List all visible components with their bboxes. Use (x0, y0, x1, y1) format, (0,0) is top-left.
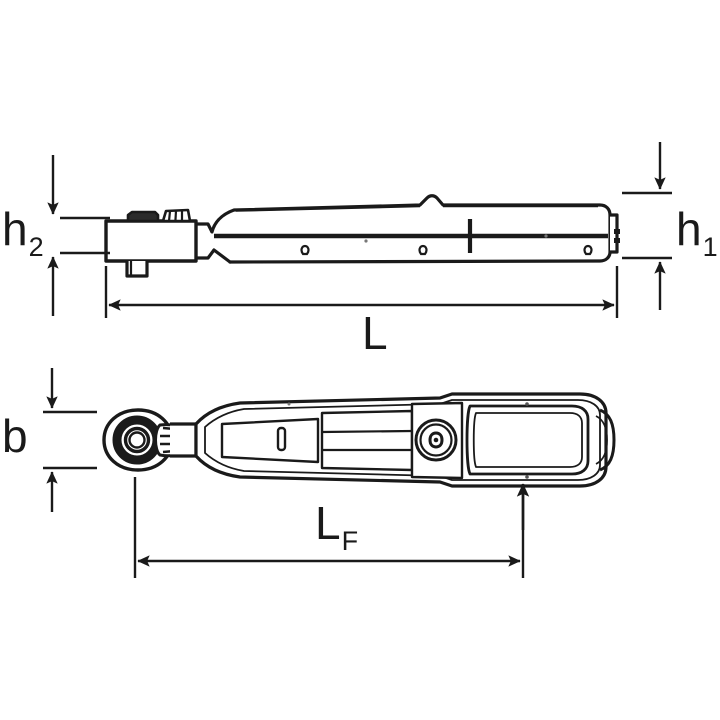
body-inner-contour (204, 399, 601, 481)
surface-dot (544, 234, 548, 238)
body-rivet (418, 244, 428, 256)
body-outer-outline (210, 194, 612, 264)
grip-pad (465, 404, 590, 476)
end-cap-notch (614, 229, 620, 234)
dial-centre-dot (433, 437, 439, 443)
lever-knurl-line (167, 211, 172, 222)
dimension-label-LF-subscript: F (341, 526, 359, 556)
dimension-label-b-base: b (2, 410, 28, 462)
dimension-label-LF-base: L (315, 497, 341, 549)
dimension-LF (133, 477, 530, 578)
neck-bottom-edge (196, 249, 216, 260)
scale-divider-line (321, 429, 413, 434)
plan-view-neck (170, 422, 198, 458)
dimension-label-h1-subscript: 1 (702, 232, 718, 262)
dimension-label-L: L (362, 310, 388, 356)
surface-dot (364, 239, 368, 243)
neck-block (170, 422, 198, 458)
side-view-neck (195, 221, 216, 261)
lever-knurl-line (174, 210, 178, 222)
surface-dot (287, 402, 291, 406)
dimension-label-L-base: L (362, 307, 388, 359)
plan-view-wrench (102, 392, 616, 488)
panel-slot (276, 426, 287, 452)
dimension-label-h2-base: h (2, 203, 28, 255)
dimension-label-h2-subscript: 2 (28, 232, 44, 262)
end-cap-arc-inner (595, 415, 608, 465)
adjustment-scale-block (320, 409, 414, 472)
side-view-body (210, 194, 612, 264)
neck-panel (220, 417, 320, 464)
dimension-b (43, 368, 97, 512)
surface-dot (525, 402, 529, 406)
square-drive-opening (128, 431, 146, 449)
neck-top-edge (196, 222, 214, 233)
body-rivet (583, 244, 593, 256)
side-view-end-cap (610, 213, 620, 254)
body-rivet (300, 244, 310, 256)
dimension-h1 (622, 142, 672, 310)
end-cap-arc-outer (599, 408, 616, 472)
dimension-L (104, 266, 619, 318)
side-view-ratchet-head (104, 208, 198, 278)
side-view-wrench (104, 194, 620, 278)
dimension-h2 (47, 155, 110, 316)
plan-view-end-cap (595, 408, 616, 472)
dimension-label-h2: h2 (2, 203, 44, 261)
dimension-label-b: b (2, 413, 28, 459)
grip-pad-outline (465, 404, 590, 476)
dimension-label-h1-base: h (676, 203, 702, 255)
dimension-label-LF: LF (315, 497, 358, 555)
dial-window (410, 401, 464, 480)
plan-view-body (194, 392, 616, 488)
surface-dot (525, 475, 529, 479)
scale-block-outline (320, 409, 414, 472)
ratchet-head-cap (126, 210, 160, 223)
ratchet-head-profile (104, 219, 198, 263)
cover-highlight-line (235, 205, 421, 212)
drive-ring-inner (123, 426, 151, 454)
dimension-label-h1: h1 (676, 203, 718, 261)
grip-pad-inner-line (472, 412, 583, 468)
end-cap-notch (614, 238, 620, 243)
body-lower-taper (212, 248, 232, 264)
